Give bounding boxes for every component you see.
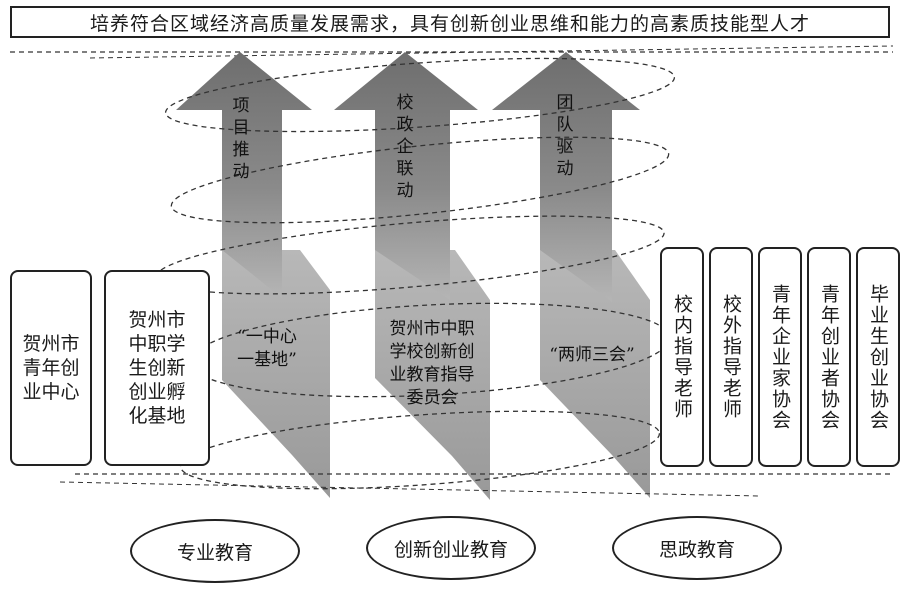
top-dashed-line-2	[89, 45, 894, 59]
box-graduate-entrepreneurship-association-text: 毕业生创业协会	[867, 283, 889, 431]
box-youth-entrepreneurship-center-text: 贺州市 青年创 业中心	[22, 333, 80, 403]
oval-ideological-political-education-text: 思政教育	[658, 538, 735, 561]
oval-professional-education: 专业教育	[130, 519, 300, 583]
label-one-center-one-base: “一中心 一基地”	[237, 327, 297, 370]
arrow-3-body	[492, 52, 640, 302]
box-youth-entrepreneurship-center: 贺州市 青年创 业中心	[10, 270, 92, 466]
box-internal-mentors-text: 校内指导老师	[671, 294, 693, 420]
box-young-founders-association: 青年创业者协会	[807, 247, 851, 467]
box-young-entrepreneurs-association: 青年企业家协会	[758, 247, 802, 467]
arrow-label-team-driven: 团 队 驱 动	[556, 93, 574, 179]
box-young-founders-association-text: 青年创业者协会	[818, 283, 840, 431]
arrow-label-school-gov-enterprise: 校 政 企 联 动	[396, 93, 414, 201]
oval-innovation-entrepreneurship-education: 创新创业教育	[366, 516, 536, 580]
arrow-3-tail	[540, 250, 650, 498]
arrow-team-driven	[492, 52, 650, 498]
oval-professional-education-text: 专业教育	[176, 541, 253, 564]
oval-innovation-entrepreneurship-education-text: 创新创业教育	[393, 538, 508, 561]
box-young-entrepreneurs-association-text: 青年企业家协会	[769, 283, 791, 431]
goal-title: 培养符合区域经济高质量发展需求，具有创新创业思维和能力的高素质技能型人才	[10, 6, 890, 38]
arrow-school-gov-enterprise	[334, 52, 490, 500]
oval-ideological-political-education: 思政教育	[612, 516, 782, 580]
label-two-teachers-three-associations: “两师三会”	[549, 345, 635, 365]
bottom-dashed-line-2	[59, 481, 761, 497]
spiral-ring-5	[179, 410, 661, 490]
label-guidance-committee: 贺州市中职 学校创新创 业教育指导 委员会	[389, 319, 475, 408]
spiral-ring-3	[155, 215, 665, 295]
spiral-ring-1	[164, 57, 676, 133]
box-incubation-base: 贺州市 中职学 生创新 创业孵 化基地	[104, 270, 210, 466]
arrow-project-driven	[176, 52, 330, 498]
arrow-1-tail	[222, 250, 330, 498]
box-external-mentors-text: 校外指导老师	[720, 294, 742, 420]
arrow-label-project-driven: 项 目 推 动	[232, 96, 250, 182]
box-graduate-entrepreneurship-association: 毕业生创业协会	[856, 247, 900, 467]
spiral-ring-2	[170, 136, 670, 224]
arrow-2-tail	[375, 250, 490, 500]
box-incubation-base-text: 贺州市 中职学 生创新 创业孵 化基地	[128, 309, 186, 427]
box-external-mentors: 校外指导老师	[709, 247, 753, 467]
arrow-1-body	[176, 52, 312, 298]
arrow-2-body	[334, 52, 478, 300]
box-internal-mentors: 校内指导老师	[660, 247, 704, 467]
